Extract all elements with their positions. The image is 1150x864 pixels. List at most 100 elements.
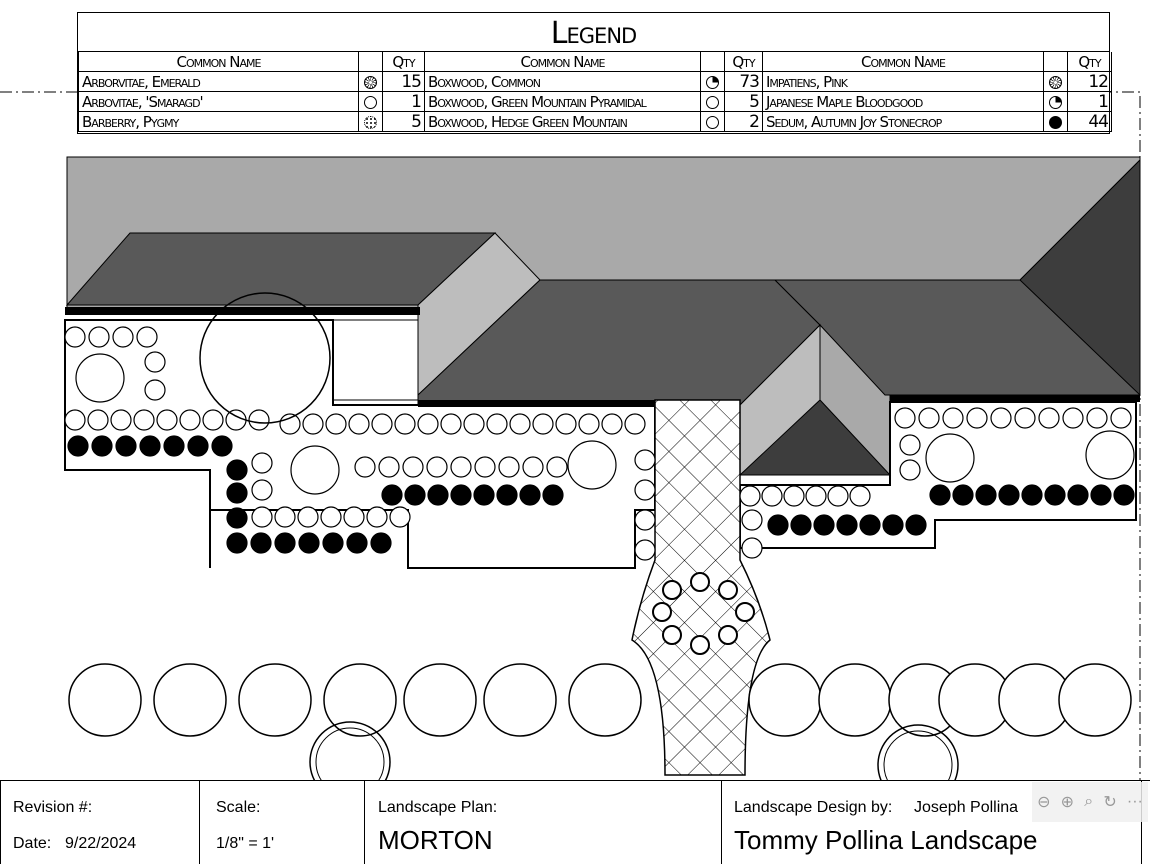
plant-qty: 2 bbox=[724, 111, 763, 132]
sedum-plant bbox=[226, 482, 248, 504]
boxwood-shrub bbox=[144, 379, 166, 401]
header-qty: Qty bbox=[1067, 52, 1112, 72]
legend-title: Legend bbox=[78, 13, 1109, 52]
arborvitae-tree bbox=[153, 663, 227, 737]
more-icon[interactable]: ··· bbox=[1126, 793, 1143, 810]
boxwood-shrub bbox=[805, 485, 827, 507]
boxwood-symbol-icon bbox=[706, 75, 719, 89]
boxwood-shrub bbox=[133, 409, 155, 431]
sedum-plant bbox=[542, 484, 564, 506]
plant-name: Arborvitae, Emerald bbox=[78, 71, 359, 92]
plant-name: Barberry, Pygmy bbox=[78, 111, 359, 132]
sedum-plant bbox=[450, 484, 472, 506]
sedum-plant bbox=[91, 435, 113, 457]
boxwood-shrub bbox=[634, 449, 656, 471]
zoom-in-icon[interactable]: ⊕ bbox=[1060, 794, 1075, 811]
sedum-plant bbox=[790, 514, 812, 536]
zoom-out-icon[interactable]: ⊖ bbox=[1037, 794, 1051, 811]
sedum-plant bbox=[115, 435, 137, 457]
boxwood-shrub bbox=[251, 452, 273, 474]
designer-name: Joseph Pollina bbox=[914, 799, 1019, 816]
plant-qty: 1 bbox=[382, 91, 425, 112]
boxwood-shrub bbox=[110, 409, 132, 431]
sedum-plant bbox=[381, 484, 403, 506]
boxwood-shrub bbox=[555, 413, 577, 435]
boxwood-shrub bbox=[343, 506, 365, 528]
impatiens-plant bbox=[662, 580, 682, 600]
sedum-plant bbox=[952, 484, 974, 506]
sedum-plant bbox=[929, 484, 951, 506]
arborvitae-tree bbox=[68, 663, 142, 737]
impatiens-plant bbox=[690, 572, 710, 592]
legend-header-row: Common Name Qty Common Name Qty Common N… bbox=[78, 52, 1112, 72]
boxwood-shrub bbox=[88, 326, 110, 348]
boxwood-shrub bbox=[894, 407, 916, 429]
boxwood-shrub bbox=[1110, 407, 1132, 429]
boxwood-shrub bbox=[624, 413, 646, 435]
sedum-plant bbox=[975, 484, 997, 506]
sedum-plant bbox=[1044, 484, 1066, 506]
legend-row: Arbovitae, 'Smaragd'1 Boxwood, Green Mou… bbox=[78, 91, 1112, 112]
scale-label: Scale: bbox=[216, 799, 261, 816]
plant-qty: 5 bbox=[724, 91, 763, 112]
header-qty: Qty bbox=[382, 52, 425, 72]
boxwood-shrub bbox=[248, 409, 270, 431]
company-name: Tommy Pollina Landscape bbox=[734, 825, 1038, 855]
plant-qty: 15 bbox=[382, 71, 425, 92]
japanese-maple bbox=[199, 292, 331, 424]
title-block: Revision #: Date: 9/22/2024 Scale: 1/8" … bbox=[0, 780, 1150, 864]
boxwood-shrub bbox=[942, 407, 964, 429]
rotate-icon[interactable]: ↻ bbox=[1103, 794, 1117, 811]
boxwood-shrub bbox=[578, 413, 600, 435]
boxwood-shrub bbox=[251, 506, 273, 528]
boxwood-shrub bbox=[202, 409, 224, 431]
pyramidal-boxwood bbox=[1085, 430, 1135, 480]
sedum-plant bbox=[139, 435, 161, 457]
header-common-name: Common Name bbox=[78, 52, 359, 72]
plant-name: Japanese Maple Bloodgood bbox=[762, 91, 1044, 112]
boxwood-shrub bbox=[371, 413, 393, 435]
boxwood-shrub bbox=[112, 326, 134, 348]
boxwood-shrub bbox=[156, 409, 178, 431]
plant-name: Arbovitae, 'Smaragd' bbox=[78, 91, 359, 112]
revision-cell: Revision #: Date: 9/22/2024 bbox=[0, 781, 200, 864]
header-common-name: Common Name bbox=[762, 52, 1044, 72]
pyramidal-boxwood bbox=[290, 445, 340, 495]
sedum-plant bbox=[322, 532, 344, 554]
revision-label: Revision #: bbox=[13, 799, 93, 816]
boxwood-shrub bbox=[394, 413, 416, 435]
sedum-plant bbox=[998, 484, 1020, 506]
sedum-plant bbox=[836, 514, 858, 536]
header-symbol bbox=[700, 52, 725, 72]
sedum-plant bbox=[298, 532, 320, 554]
boxwood-shrub bbox=[251, 479, 273, 501]
arborvitae-tree bbox=[403, 663, 477, 737]
search-icon[interactable]: ⌕ bbox=[1084, 793, 1094, 810]
boxwood-shrub bbox=[634, 509, 656, 531]
pyramidal-boxwood bbox=[75, 353, 125, 403]
sedum-plant bbox=[226, 507, 248, 529]
boxwood-shrub bbox=[474, 456, 496, 478]
plan-name: MORTON bbox=[378, 825, 493, 855]
sedum-plant bbox=[1090, 484, 1112, 506]
header-qty: Qty bbox=[724, 52, 763, 72]
plant-legend: Legend Common Name Qty Common Name Qty C… bbox=[77, 12, 1112, 134]
sedum-plant bbox=[274, 532, 296, 554]
plant-symbols bbox=[64, 292, 1135, 806]
boxwood-shrub bbox=[366, 506, 388, 528]
plan-cell: Landscape Plan: MORTON bbox=[365, 781, 722, 864]
arborvitae-tree bbox=[238, 663, 312, 737]
boxwood-shrub bbox=[741, 537, 763, 559]
boxwood-shrub bbox=[522, 456, 544, 478]
boxwood-shrub bbox=[990, 407, 1012, 429]
header-symbol bbox=[358, 52, 383, 72]
plant-qty: 1 bbox=[1067, 91, 1112, 112]
boxwood-shrub bbox=[144, 351, 166, 373]
scale-cell: Scale: 1/8" = 1' bbox=[200, 781, 365, 864]
boxwood-shrub bbox=[463, 413, 485, 435]
boxwood-shrub bbox=[532, 413, 554, 435]
boxwood-shrub bbox=[450, 456, 472, 478]
boxwood-shrub bbox=[918, 407, 940, 429]
boxwood-shrub bbox=[486, 413, 508, 435]
